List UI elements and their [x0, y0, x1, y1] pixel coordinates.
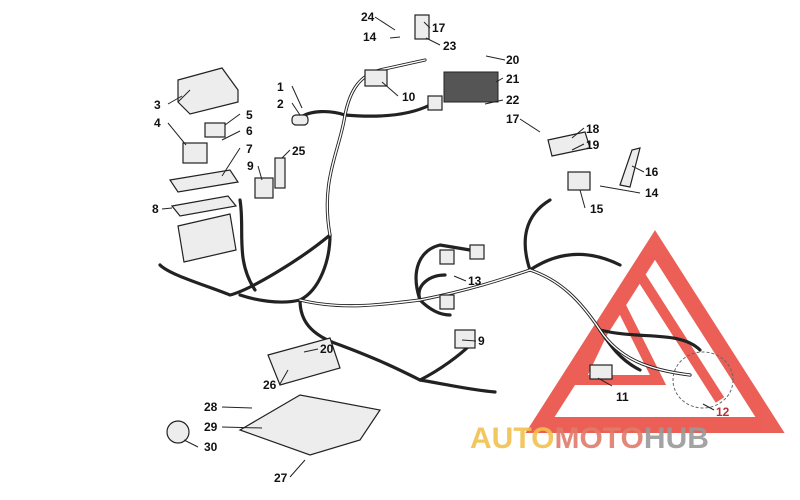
callout-15: 15	[590, 202, 604, 216]
callout-29: 29	[204, 420, 218, 434]
callout-20-lower: 20	[320, 342, 334, 356]
callout-8: 8	[152, 202, 159, 216]
relay-box-cover	[177, 67, 239, 115]
callout-25: 25	[292, 144, 306, 158]
callout-22: 22	[506, 93, 520, 107]
pipe-16	[619, 147, 641, 188]
bracket-18	[547, 131, 591, 157]
fuse-box-gasket	[170, 195, 238, 217]
fuse-box	[177, 213, 237, 263]
callout-26: 26	[263, 378, 277, 392]
callout-18: 18	[586, 122, 600, 136]
connector-10	[364, 69, 388, 87]
callout-14: 14	[363, 30, 377, 44]
callout-6: 6	[246, 124, 253, 138]
connector-13b	[469, 244, 485, 260]
connector-13a	[439, 249, 455, 265]
callout-17-right: 17	[506, 112, 520, 126]
relay-4	[182, 142, 208, 164]
callout-30: 30	[204, 440, 218, 454]
fuse-strip	[168, 169, 240, 193]
connector-13c	[439, 294, 455, 310]
connector-2	[291, 114, 309, 126]
sensor-25	[274, 157, 286, 189]
watermark-part-auto: AUTO	[470, 422, 554, 455]
watermark-logo-triangle	[525, 230, 785, 433]
callout-7: 7	[246, 142, 253, 156]
callout-20: 20	[506, 53, 520, 67]
callout-labels: 1 2 3 4 5 6 7 8 9 9 10 11 12 13 14 14 15…	[152, 10, 730, 485]
callout-21: 21	[506, 72, 520, 86]
connector-11	[589, 364, 613, 380]
voltage-regulator	[443, 71, 499, 103]
callout-9: 9	[247, 159, 254, 173]
callout-1: 1	[277, 80, 284, 94]
leader-lines	[161, 16, 715, 478]
callout-19: 19	[586, 138, 600, 152]
callout-27: 27	[274, 471, 288, 485]
connector-9	[254, 177, 274, 199]
callout-10: 10	[402, 90, 416, 104]
relay-15	[567, 171, 591, 191]
connector-group-12	[672, 351, 734, 409]
callout-12: 12	[716, 405, 730, 419]
connector-9b	[454, 329, 476, 349]
callout-17: 17	[432, 21, 446, 35]
callout-9-lower: 9	[478, 334, 485, 348]
callout-5: 5	[246, 108, 253, 122]
callout-16: 16	[645, 165, 659, 179]
connector-10b	[427, 95, 443, 111]
clip-30	[166, 420, 190, 444]
callout-11: 11	[616, 390, 629, 404]
callout-28: 28	[204, 400, 218, 414]
callout-14-right: 14	[645, 186, 659, 200]
callout-2: 2	[277, 97, 284, 111]
svg-text:AUTOMOTOHUB: AUTOMOTOHUB	[470, 422, 709, 455]
callout-3: 3	[154, 98, 161, 112]
callout-13: 13	[468, 274, 482, 288]
callout-24: 24	[361, 10, 375, 24]
watermark-part-moto: MOTO	[554, 422, 643, 455]
mounting-plate-29	[238, 394, 382, 456]
watermark-part-hub: HUB	[644, 422, 709, 455]
watermark-wordmark: AUTOMOTOHUB	[470, 422, 709, 455]
callout-23: 23	[443, 39, 457, 53]
relay-5	[204, 122, 226, 138]
bracket-23	[414, 14, 430, 40]
callout-4: 4	[154, 116, 161, 130]
